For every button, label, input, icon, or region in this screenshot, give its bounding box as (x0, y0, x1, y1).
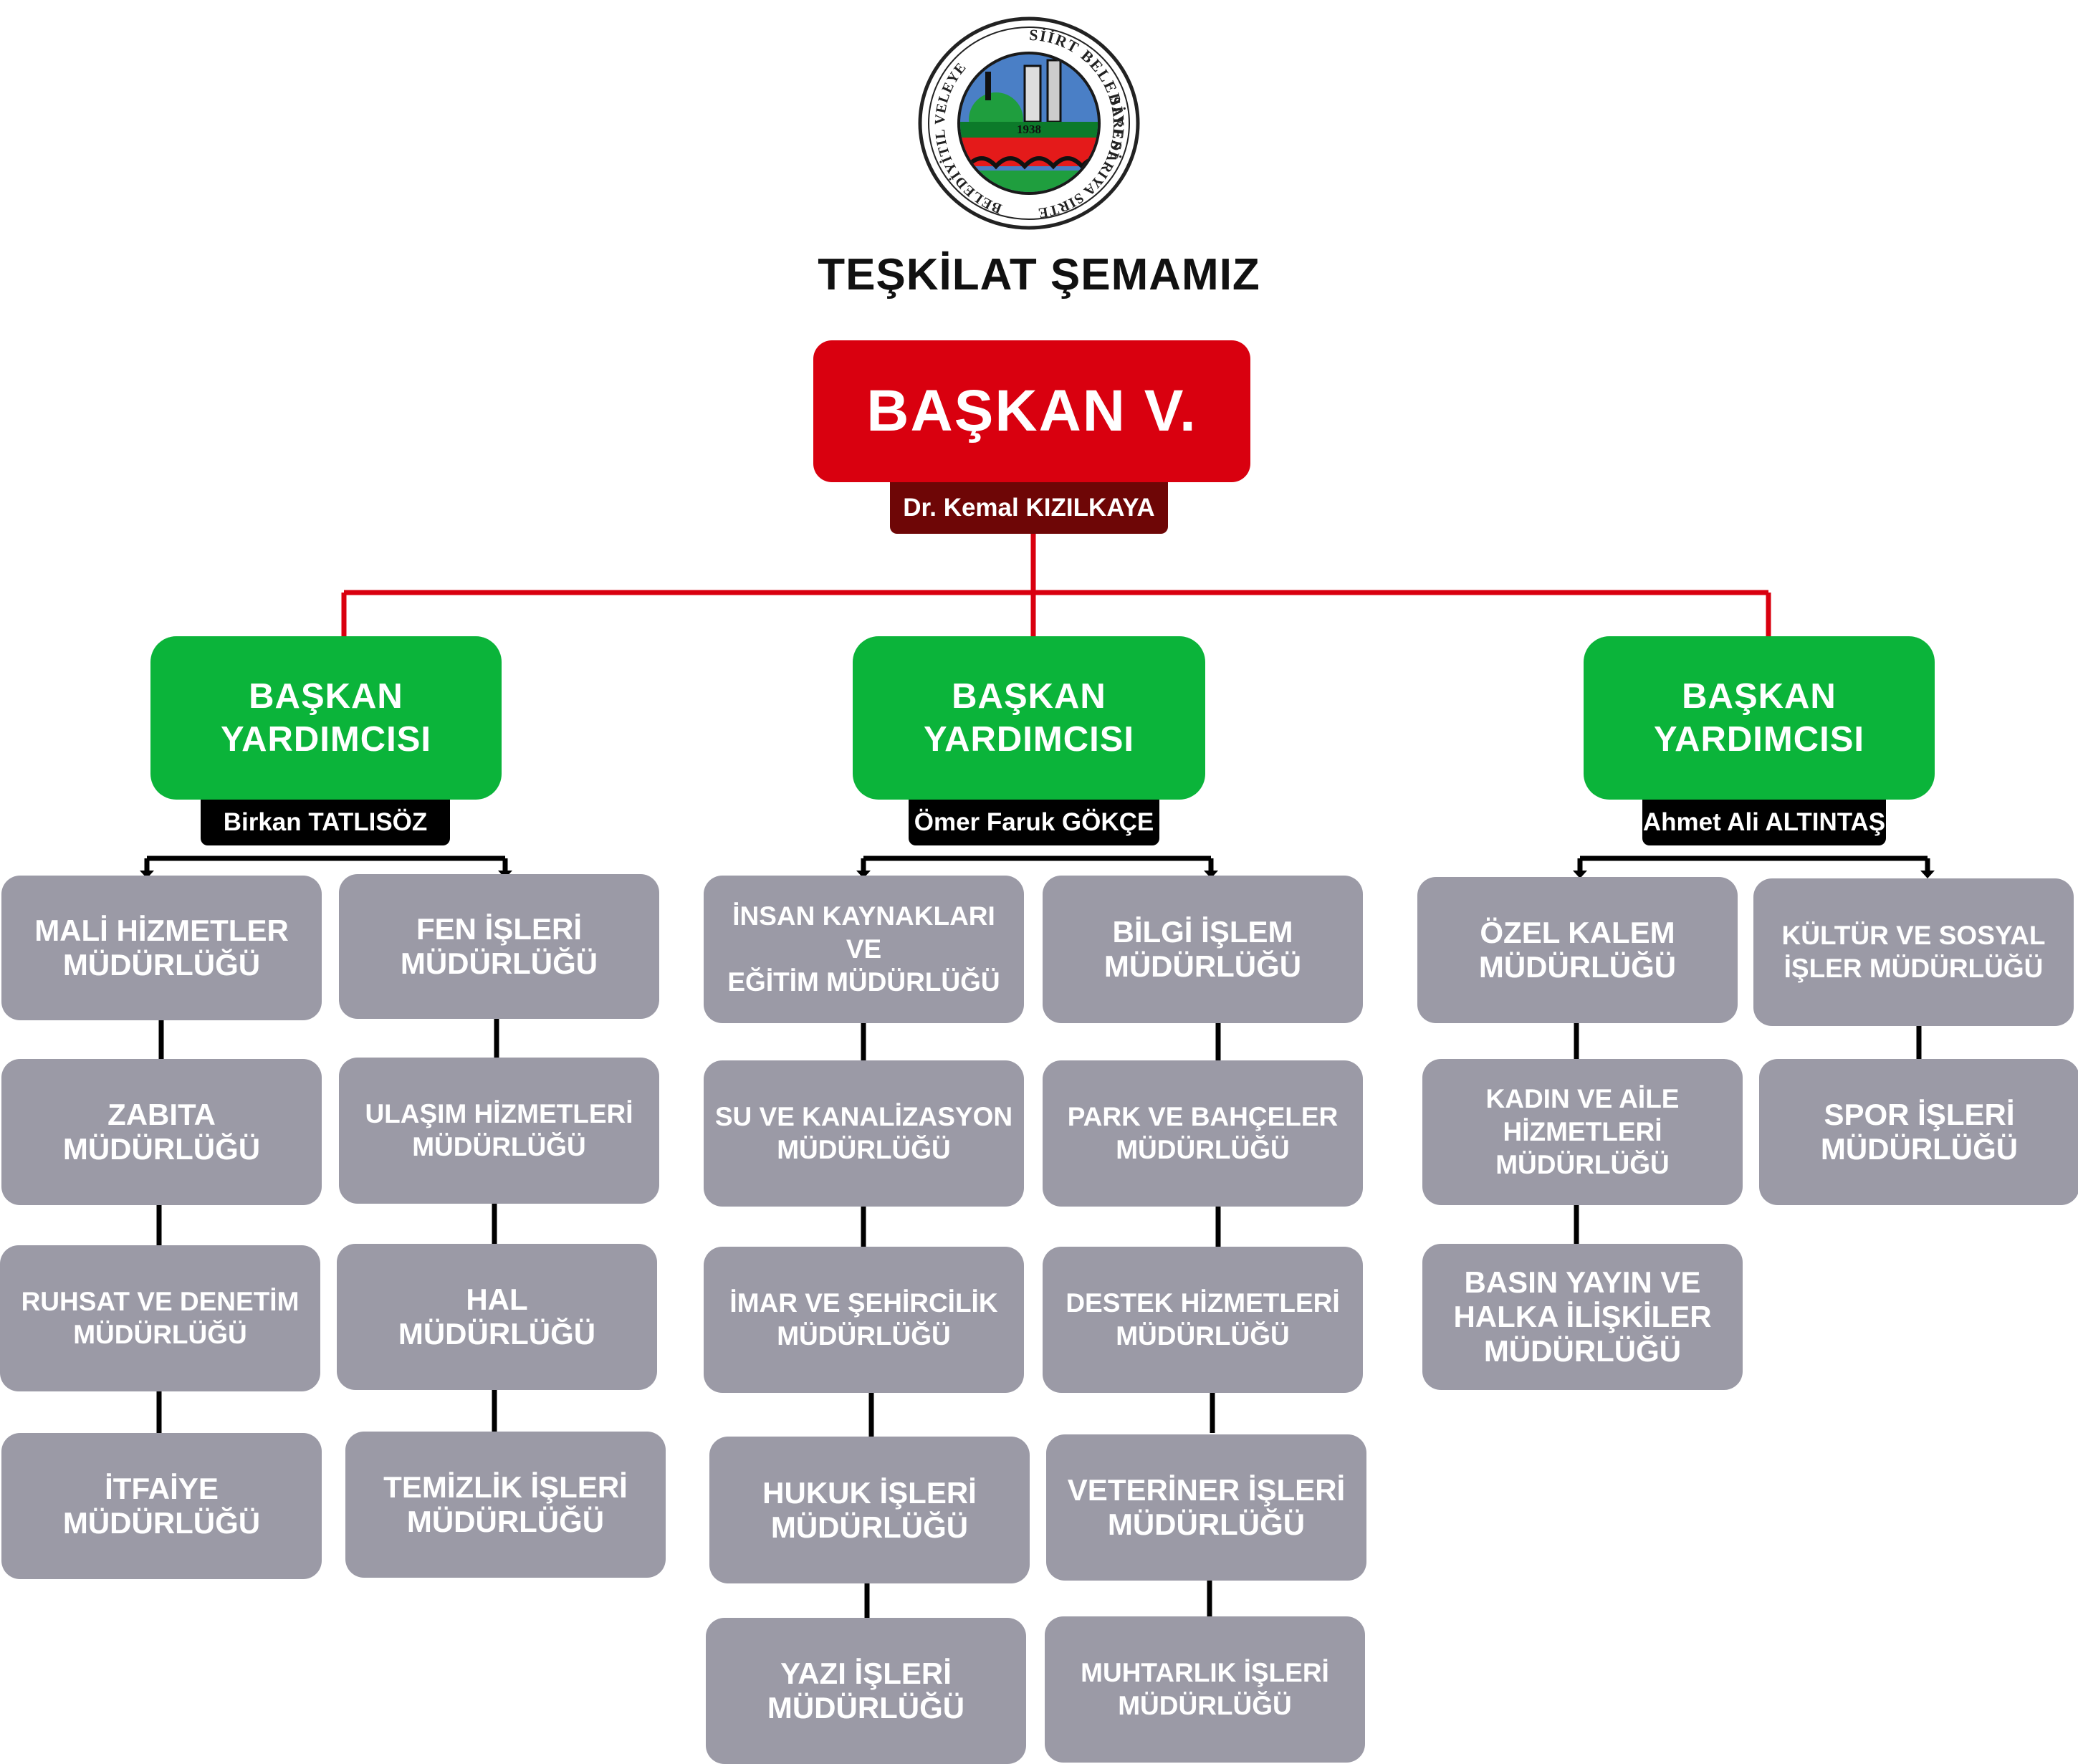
department-box: KÜLTÜR VE SOSYAL İŞLER MÜDÜRLÜĞÜ (1753, 878, 2074, 1026)
deputy-role-box: BAŞKAN YARDIMCISI (853, 636, 1205, 800)
department-box: BASIN YAYIN VE HALKA İLİŞKİLER MÜDÜRLÜĞÜ (1422, 1244, 1743, 1390)
connector-arrowheads (140, 871, 1935, 878)
mayor-connectors (341, 534, 1771, 638)
municipality-seal-logo: 1938 SİİRT BELEDİYESİ SAREDARIYA SİRTE B… (917, 16, 1141, 231)
department-box: YAZI İŞLERİ MÜDÜRLÜĞÜ (706, 1618, 1026, 1764)
department-box: İNSAN KAYNAKLARI VE EĞİTİM MÜDÜRLÜĞÜ (704, 876, 1024, 1023)
department-box: ÖZEL KALEM MÜDÜRLÜĞÜ (1417, 877, 1738, 1023)
deputy-name-bar: Birkan TATLISÖZ (201, 800, 450, 845)
department-box: HUKUK İŞLERİ MÜDÜRLÜĞÜ (709, 1437, 1030, 1583)
department-box: FEN İŞLERİ MÜDÜRLÜĞÜ (339, 874, 659, 1019)
department-connectors (144, 855, 1930, 1618)
deputy-role-box: BAŞKAN YARDIMCISI (1584, 636, 1935, 800)
page-title: TEŞKİLAT ŞEMAMIZ (818, 250, 1260, 299)
deputy-role-box: BAŞKAN YARDIMCISI (150, 636, 502, 800)
department-box: RUHSAT VE DENETİM MÜDÜRLÜĞÜ (0, 1245, 320, 1391)
department-box: MUHTARLIK İŞLERİ MÜDÜRLÜĞÜ (1045, 1616, 1365, 1763)
logo-year: 1938 (1017, 123, 1041, 136)
department-box: DESTEK HİZMETLERİ MÜDÜRLÜĞÜ (1043, 1247, 1363, 1393)
department-box: İTFAİYE MÜDÜRLÜĞÜ (1, 1433, 322, 1579)
department-box: SU VE KANALİZASYON MÜDÜRLÜĞÜ (704, 1060, 1024, 1207)
department-box: ULAŞIM HİZMETLERİ MÜDÜRLÜĞÜ (339, 1058, 659, 1204)
mayor-name-bar: Dr. Kemal KIZILKAYA (890, 482, 1168, 534)
department-box: KADIN VE AİLE HİZMETLERİ MÜDÜRLÜĞÜ (1422, 1059, 1743, 1205)
department-box: TEMİZLİK İŞLERİ MÜDÜRLÜĞÜ (345, 1432, 666, 1578)
mayor-role-box: BAŞKAN V. (813, 340, 1250, 482)
deputy-name-bar: Ömer Faruk GÖKÇE (909, 800, 1159, 845)
department-box: HAL MÜDÜRLÜĞÜ (337, 1244, 657, 1390)
department-box: SPOR İŞLERİ MÜDÜRLÜĞÜ (1759, 1059, 2078, 1205)
department-box: BİLGİ İŞLEM MÜDÜRLÜĞÜ (1043, 876, 1363, 1023)
department-box: VETERİNER İŞLERİ MÜDÜRLÜĞÜ (1046, 1434, 1366, 1581)
department-box: ZABITA MÜDÜRLÜĞÜ (1, 1059, 322, 1205)
department-box: MALİ HİZMETLER MÜDÜRLÜĞÜ (1, 876, 322, 1020)
department-box: İMAR VE ŞEHİRCİLİK MÜDÜRLÜĞÜ (704, 1247, 1024, 1393)
department-box: PARK VE BAHÇELER MÜDÜRLÜĞÜ (1043, 1060, 1363, 1207)
deputy-name-bar: Ahmet Ali ALTINTAŞ (1642, 800, 1886, 845)
